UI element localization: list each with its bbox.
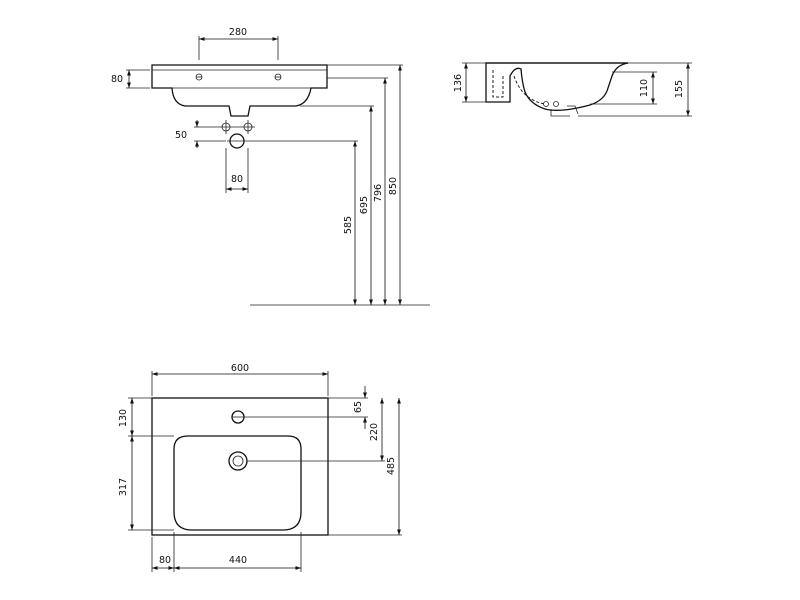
dim-tap-spacing: 280 bbox=[229, 27, 247, 38]
dim-waste-horizontal: 80 bbox=[231, 174, 243, 185]
dim-bowl-depth: 110 bbox=[639, 79, 650, 97]
dim-total-depth: 155 bbox=[674, 80, 685, 98]
basin-plan-outline bbox=[151, 397, 329, 536]
dim-side-to-bowl: 80 bbox=[159, 555, 171, 566]
dim-height-waste: 585 bbox=[343, 216, 354, 234]
dim-width: 600 bbox=[231, 363, 249, 374]
dim-back-to-bowl: 130 bbox=[118, 409, 129, 427]
plan-view: 600 130 317 80 440 65 220 485 bbox=[118, 363, 402, 572]
dim-taphole-from-back: 65 bbox=[353, 401, 364, 413]
dim-rim-height: 80 bbox=[111, 74, 123, 85]
dim-bowl-width: 440 bbox=[229, 555, 247, 566]
dim-height-bowl: 695 bbox=[359, 196, 370, 214]
dim-waste-vertical: 50 bbox=[175, 130, 187, 141]
dim-height-overflow: 796 bbox=[373, 184, 384, 202]
front-view: 280 80 50 80 585 695 796 850 bbox=[111, 27, 430, 306]
dim-waste-from-back: 220 bbox=[369, 423, 380, 441]
dim-rim-depth: 136 bbox=[453, 74, 464, 92]
basin-front-outline bbox=[151, 64, 328, 117]
basin-side-outline bbox=[485, 62, 629, 111]
dim-bowl-length: 317 bbox=[118, 478, 129, 496]
dim-depth: 485 bbox=[386, 457, 397, 475]
dim-height-rim: 850 bbox=[388, 177, 399, 195]
bowl-outline bbox=[173, 435, 302, 531]
side-view: 136 110 155 bbox=[453, 62, 692, 117]
drain-icon bbox=[228, 451, 248, 471]
